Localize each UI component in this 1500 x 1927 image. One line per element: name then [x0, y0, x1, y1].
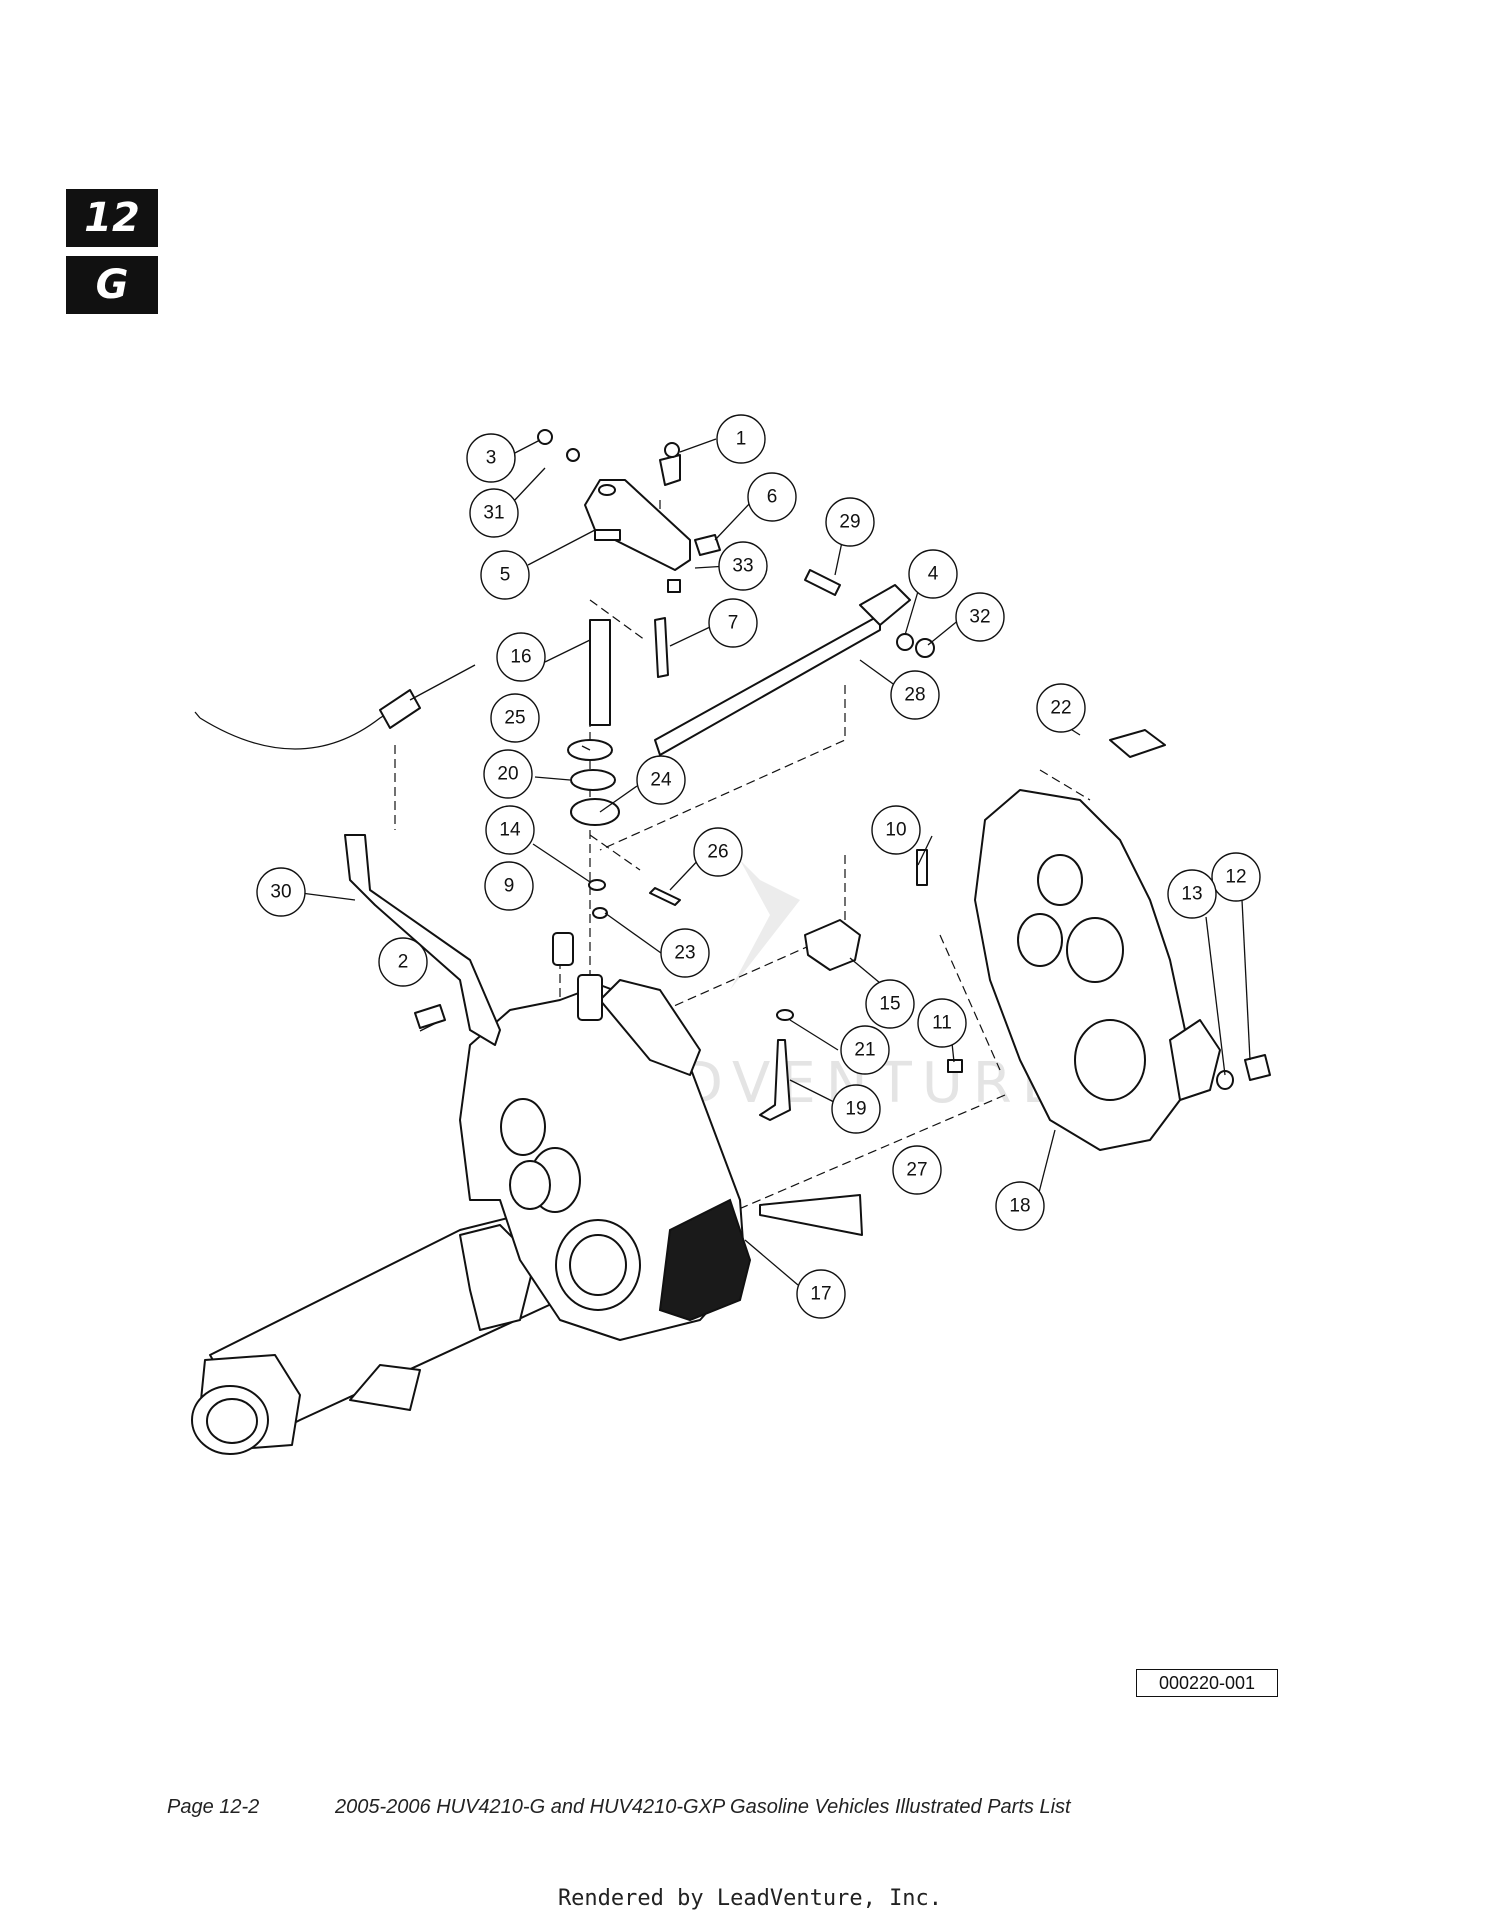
bracket [654, 584, 911, 756]
svg-text:1: 1 [736, 429, 747, 450]
callout-13: 13 [1167, 869, 1217, 919]
callout-2: 2 [378, 937, 428, 987]
svg-text:16: 16 [510, 647, 531, 668]
svg-text:14: 14 [499, 820, 521, 841]
section-tab-letter: G [66, 256, 158, 314]
svg-text:3: 3 [486, 448, 497, 469]
svg-text:15: 15 [879, 994, 900, 1015]
svg-text:9: 9 [504, 876, 515, 897]
callout-9: 9 [484, 861, 534, 911]
callout-4: 4 [908, 549, 958, 599]
shaft [589, 619, 611, 726]
callout-33: 33 [718, 541, 768, 591]
callout-11: 11 [917, 998, 967, 1048]
callout-3: 3 [466, 433, 516, 483]
svg-text:21: 21 [854, 1040, 875, 1061]
cable-bracket [344, 834, 501, 1046]
svg-text:7: 7 [728, 613, 739, 634]
callout-24: 24 [636, 755, 686, 805]
callout-19: 19 [831, 1084, 881, 1134]
callout-10: 10 [871, 805, 921, 855]
svg-text:29: 29 [839, 512, 860, 533]
svg-text:12: 12 [1225, 867, 1246, 888]
callout-29: 29 [825, 497, 875, 547]
svg-text:5: 5 [500, 565, 511, 586]
callout-23: 23 [660, 928, 710, 978]
svg-text:6: 6 [767, 487, 778, 508]
callout-32: 32 [955, 592, 1005, 642]
callout-18: 18 [995, 1181, 1045, 1231]
callout-28: 28 [890, 670, 940, 720]
svg-text:11: 11 [932, 1013, 952, 1034]
svg-text:18: 18 [1009, 1196, 1030, 1217]
svg-text:23: 23 [674, 943, 695, 964]
svg-text:27: 27 [906, 1160, 927, 1181]
callout-27: 27 [892, 1145, 942, 1195]
section-tab-number: 12 [66, 189, 158, 247]
svg-text:26: 26 [707, 842, 728, 863]
callout-1: 1 [716, 414, 766, 464]
svg-text:32: 32 [969, 607, 990, 628]
transmission-case [459, 974, 752, 1341]
svg-text:33: 33 [732, 556, 753, 577]
callout-26: 26 [693, 827, 743, 877]
callout-12: 12 [1211, 852, 1261, 902]
svg-text:20: 20 [497, 764, 518, 785]
housing-cover [974, 789, 1221, 1151]
svg-text:31: 31 [483, 503, 504, 524]
svg-text:30: 30 [270, 882, 291, 903]
svg-text:2: 2 [398, 952, 409, 973]
callout-22: 22 [1036, 683, 1086, 733]
callout-25: 25 [490, 693, 540, 743]
callout-20: 20 [483, 749, 533, 799]
hardware-small-parts [414, 429, 1271, 1236]
svg-text:28: 28 [904, 685, 925, 706]
rendered-by-notice: Rendered by LeadVenture, Inc. [557, 1886, 943, 1911]
callout-16: 16 [496, 632, 546, 682]
svg-text:22: 22 [1050, 698, 1071, 719]
shift-lever [584, 479, 691, 571]
shift-cable [194, 664, 476, 750]
callout-31: 31 [469, 488, 519, 538]
callout-30: 30 [256, 867, 306, 917]
callout-6: 6 [747, 472, 797, 522]
callout-14: 14 [485, 805, 535, 855]
callout-21: 21 [840, 1025, 890, 1075]
svg-text:4: 4 [928, 564, 939, 585]
callout-5: 5 [480, 550, 530, 600]
callout-15: 15 [865, 979, 915, 1029]
axle-housing [191, 1214, 561, 1455]
callout-7: 7 [708, 598, 758, 648]
svg-text:13: 13 [1181, 884, 1202, 905]
callout-17: 17 [796, 1269, 846, 1319]
svg-text:25: 25 [504, 708, 525, 729]
footer-document-title: 2005-2006 HUV4210-G and HUV4210-GXP Gaso… [335, 1796, 1071, 1818]
svg-text:24: 24 [650, 770, 672, 791]
svg-text:19: 19 [845, 1099, 866, 1120]
svg-text:17: 17 [810, 1284, 831, 1305]
svg-text:10: 10 [885, 820, 906, 841]
figure-id-box: 000220-001 [1136, 1669, 1278, 1697]
footer-page-number: Page 12-2 [167, 1796, 260, 1818]
